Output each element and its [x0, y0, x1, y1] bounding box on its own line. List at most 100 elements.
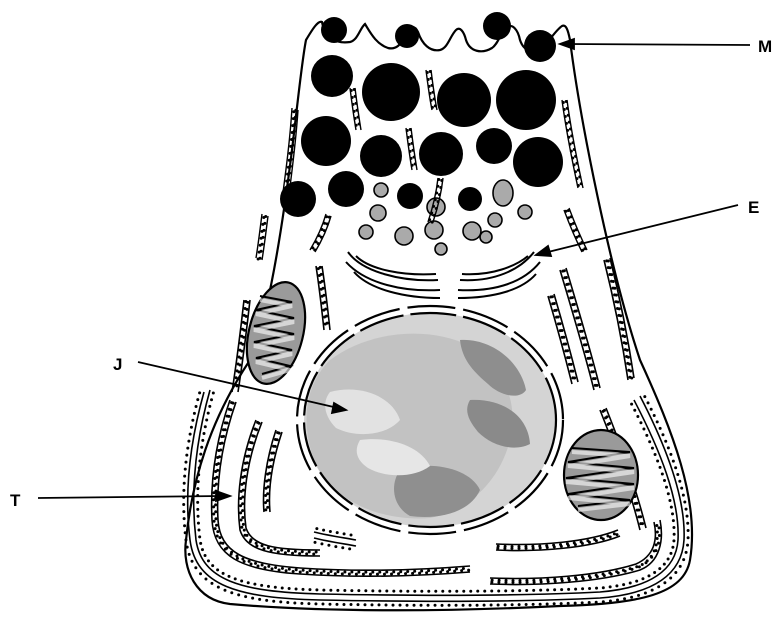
ribosome	[462, 590, 465, 593]
ribosome	[288, 568, 291, 571]
ribosome	[260, 584, 263, 587]
ribosome	[410, 157, 413, 160]
ribosome	[329, 589, 332, 592]
ribosome	[196, 398, 199, 401]
ribosome	[350, 571, 353, 574]
ribosome	[413, 590, 416, 593]
ribosome	[624, 570, 627, 573]
ribosome	[240, 335, 243, 338]
ribosome	[557, 322, 560, 325]
ribosome	[291, 552, 294, 555]
ribosome	[427, 604, 430, 607]
ribosome	[603, 574, 606, 577]
ribosome	[341, 546, 344, 549]
ribosome	[349, 603, 352, 606]
vesicle	[463, 222, 481, 240]
ribosome	[259, 244, 262, 247]
ribosome	[561, 270, 564, 273]
ribosome	[476, 590, 479, 593]
ribosome	[575, 177, 578, 180]
ribosome	[364, 589, 367, 592]
ribosome	[274, 586, 277, 589]
ribosome	[285, 569, 288, 572]
ribosome	[404, 572, 407, 575]
ribosome	[195, 405, 198, 408]
ribosome	[605, 259, 608, 262]
ribosome	[261, 564, 264, 567]
ribosome	[257, 257, 260, 260]
ribosome	[661, 433, 664, 436]
ribosome	[204, 577, 207, 580]
ribosome	[658, 567, 661, 570]
ribosome	[198, 459, 201, 462]
ribosome	[244, 307, 247, 310]
ribosome	[196, 501, 199, 504]
ribosome	[353, 88, 356, 91]
ribosome	[253, 583, 256, 586]
ribosome	[385, 604, 388, 607]
ribosome	[561, 336, 564, 339]
ribosome	[217, 449, 220, 452]
ribosome	[568, 121, 571, 124]
ribosome	[575, 162, 578, 165]
ribosome	[439, 186, 442, 189]
ribosome	[595, 601, 598, 604]
ribosome	[228, 575, 231, 578]
ribosome	[651, 589, 654, 592]
ribosome	[680, 487, 683, 490]
ribosome	[553, 309, 556, 312]
ribosome	[323, 316, 326, 319]
ribosome	[412, 149, 415, 152]
ribosome	[562, 101, 565, 104]
mitochondrion-lower-right	[564, 430, 638, 520]
ribosome	[613, 532, 616, 535]
ribosome	[186, 447, 189, 450]
ribosome	[432, 91, 435, 94]
ribosome	[242, 469, 245, 472]
ribosome	[420, 590, 423, 593]
ribosome	[686, 544, 689, 547]
ribosome	[294, 550, 297, 553]
granule	[437, 73, 491, 127]
ribosome	[406, 129, 409, 132]
granule	[397, 183, 423, 209]
ribosome	[469, 604, 472, 607]
label-e: E	[748, 198, 759, 217]
ribosome	[650, 408, 653, 411]
ribosome	[582, 577, 585, 580]
ribosome	[322, 309, 325, 312]
ribosome	[320, 542, 323, 545]
ribosome	[594, 384, 597, 387]
ribosome	[441, 590, 444, 593]
ribosome	[240, 490, 243, 493]
ribosome	[267, 565, 270, 568]
ribosome	[406, 590, 409, 593]
ribosome	[490, 604, 493, 607]
ribosome	[329, 570, 332, 573]
granule	[483, 12, 511, 40]
ribosome	[287, 549, 290, 552]
ribosome	[399, 570, 402, 573]
ribosome	[573, 163, 576, 166]
ribosome	[672, 460, 675, 463]
ribosome	[623, 597, 626, 600]
ribosome	[656, 459, 659, 462]
ribosome	[645, 434, 648, 437]
ribosome	[571, 156, 574, 159]
ribosome	[621, 334, 624, 337]
granule	[301, 116, 351, 166]
ribosome	[334, 572, 337, 575]
ribosome	[546, 603, 549, 606]
ribosome	[281, 586, 284, 589]
ribosome	[256, 421, 259, 424]
ribosome	[663, 563, 666, 566]
ribosome	[292, 117, 295, 120]
ribosome	[676, 473, 679, 476]
ribosome	[397, 572, 400, 575]
ribosome	[571, 303, 574, 306]
ribosome	[312, 552, 315, 555]
ribosome	[197, 473, 200, 476]
ribosome	[437, 178, 440, 181]
ribosome	[214, 470, 217, 473]
ribosome	[251, 434, 254, 437]
